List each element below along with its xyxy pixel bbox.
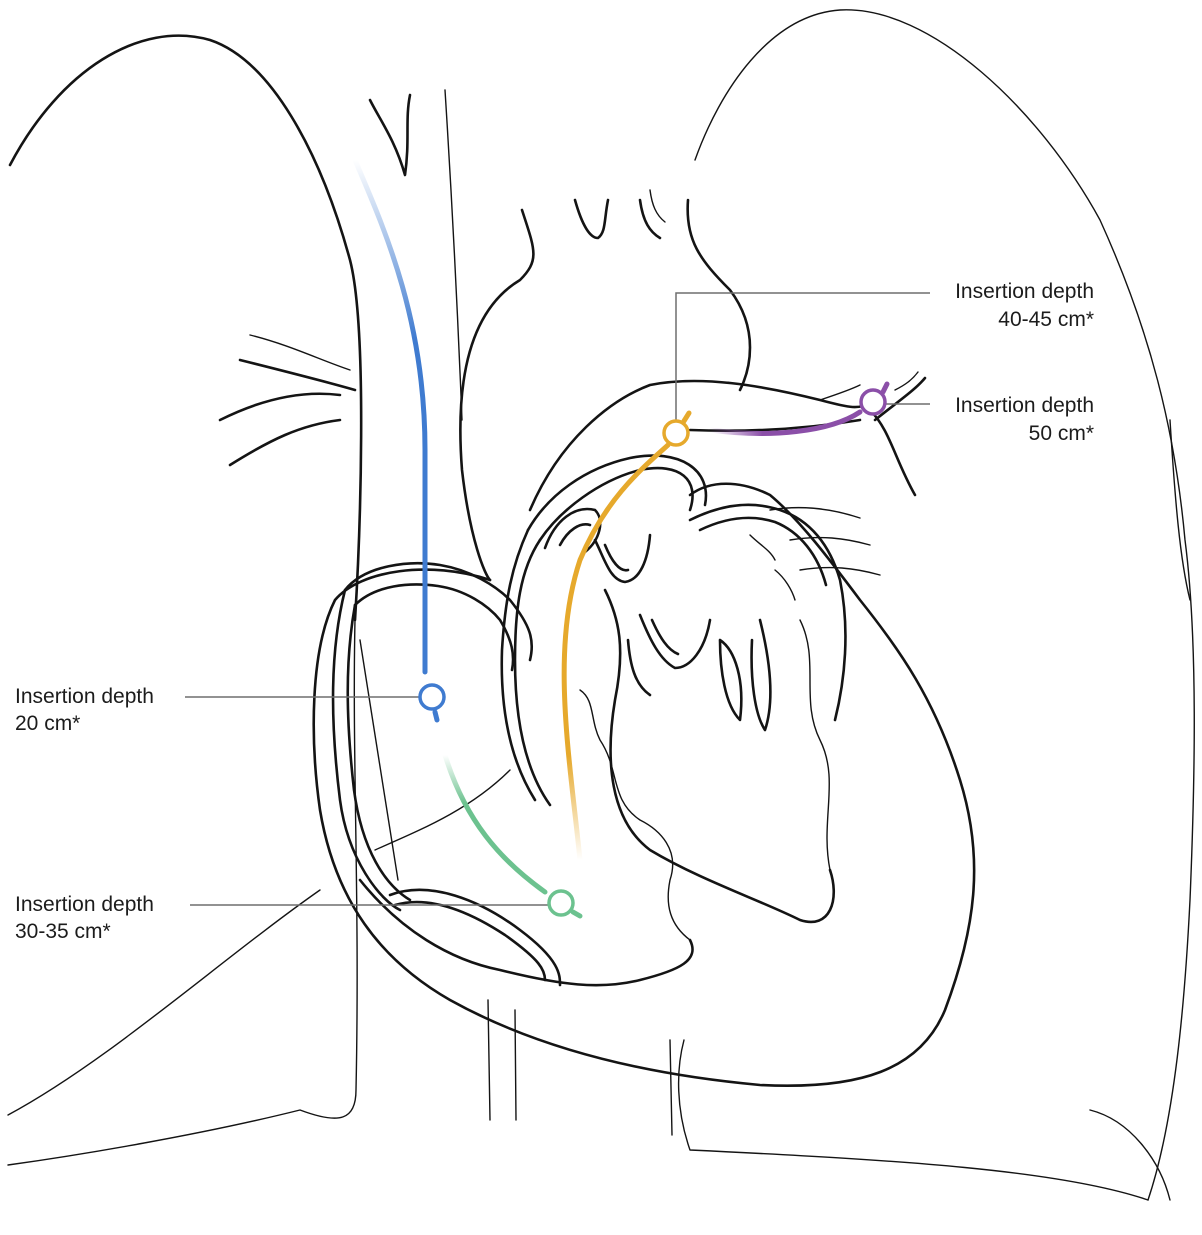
right-ventricle <box>360 690 693 985</box>
catheter-tip-orange <box>664 421 688 445</box>
pulmonary-trunk <box>530 381 870 510</box>
label-wedge: Insertion depth 50 cm* <box>955 394 1094 445</box>
pulmonary-valve <box>545 509 650 582</box>
rv-outflow <box>502 456 706 805</box>
leader-line-pa <box>676 293 930 420</box>
left-lung-outline <box>679 10 1195 1200</box>
catheter-tip-blue <box>420 685 444 709</box>
catheter-purple <box>710 412 860 433</box>
catheter-blue <box>355 160 425 672</box>
left-bronchi <box>770 372 925 575</box>
svg-text:20 cm*: 20 cm* <box>15 712 80 735</box>
aortic-arch <box>460 190 750 580</box>
aortic-valve <box>628 615 710 695</box>
label-pa: Insertion depth 40-45 cm* <box>955 280 1094 331</box>
label-wedge-line1: Insertion depth <box>955 394 1094 417</box>
label-svc: Insertion depth 20 cm* <box>15 685 154 735</box>
svg-text:Insertion depth: Insertion depth <box>955 280 1094 303</box>
label-rv-line2: 30-35 cm* <box>15 920 111 943</box>
svg-text:30-35 cm*: 30-35 cm* <box>15 920 111 943</box>
label-svc-line2: 20 cm* <box>15 712 80 735</box>
svg-text:50 cm*: 50 cm* <box>1029 422 1094 445</box>
svg-text:40-45 cm*: 40-45 cm* <box>998 308 1094 331</box>
right-lung-outline <box>8 36 361 1165</box>
label-pa-line2: 40-45 cm* <box>998 308 1094 331</box>
label-pa-line1: Insertion depth <box>955 280 1094 303</box>
svg-text:Insertion depth: Insertion depth <box>15 685 154 708</box>
svg-text:Insertion depth: Insertion depth <box>955 394 1094 417</box>
label-wedge-line2: 50 cm* <box>1029 422 1094 445</box>
leader-lines <box>185 293 930 905</box>
catheter-tip-green <box>549 891 573 915</box>
label-svc-line1: Insertion depth <box>15 685 154 708</box>
catheter-green <box>445 755 545 892</box>
label-rv: Insertion depth 30-35 cm* <box>15 893 154 943</box>
right-bronchi <box>220 335 355 465</box>
svg-text:Insertion depth: Insertion depth <box>15 893 154 916</box>
label-rv-line1: Insertion depth <box>15 893 154 916</box>
